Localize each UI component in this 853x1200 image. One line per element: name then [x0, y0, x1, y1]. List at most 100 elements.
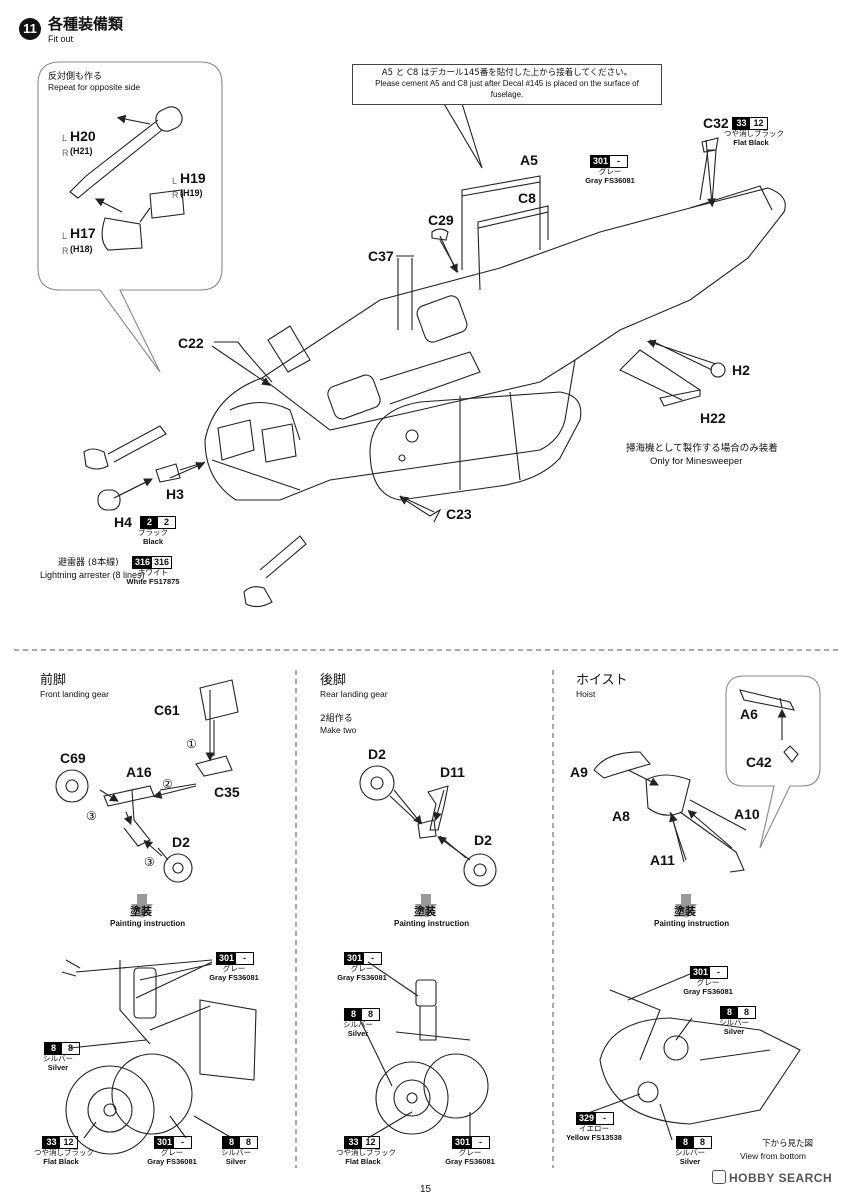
color-name-gray-jp: グレー	[160, 1148, 184, 1157]
part-c22: C22	[178, 335, 204, 351]
painting-arrow-hoist-head	[675, 904, 697, 918]
color-name-gray-en: Gray FS36081	[209, 973, 259, 982]
color-name-yellow-jp: イエロー	[579, 1124, 609, 1133]
part-d2: D2	[474, 832, 492, 848]
color-name-silver-en: Silver	[347, 1029, 369, 1038]
r-marker: R	[62, 246, 69, 256]
section-front-title-en: Front landing gear	[40, 689, 109, 699]
step-marker-3: ③	[86, 809, 97, 823]
step-marker-1: ①	[186, 737, 197, 751]
paint-code-gray: 301-	[452, 1136, 491, 1149]
color-name-gray-en: Gray FS36081	[445, 1157, 495, 1166]
l-marker: L	[62, 133, 68, 143]
section-front-title-jp: 前脚	[40, 673, 67, 688]
watermark-text: HOBBY SEARCH	[729, 1171, 833, 1185]
color-name-gray-jp: グレー	[458, 1148, 482, 1157]
painting-title-en: Painting instruction	[110, 919, 186, 928]
paint-code-yellow: 329-	[576, 1112, 615, 1125]
color-name-flat-black-jp: つや消しブラック	[724, 129, 784, 138]
color-name-gray-en: Gray FS36081	[337, 973, 387, 982]
part-h17: H17	[70, 225, 96, 241]
color-name-gray-jp: グレー	[222, 964, 246, 973]
watermark-logo: HOBBY SEARCH	[712, 1170, 832, 1186]
color-name-silver-jp: シルバー	[719, 1018, 749, 1027]
lightning-note-jp: 避雷器 (8本線)	[58, 558, 119, 568]
part-h21: (H21)	[70, 146, 93, 156]
minesweeper-note-en: Only for Minesweeper	[650, 456, 743, 467]
color-name-gray-en: Gray FS36081	[683, 987, 733, 996]
part-h22: H22	[700, 410, 726, 426]
part-a10: A10	[734, 806, 760, 822]
color-name-flat-black-en: Flat Black	[733, 138, 769, 147]
color-name-gray-jp: グレー	[598, 167, 622, 176]
color-name-gray-en: Gray FS36081	[585, 176, 635, 185]
part-c37: C37	[368, 248, 394, 264]
part-d11: D11	[440, 764, 465, 780]
color-name-silver-en: Silver	[225, 1157, 247, 1166]
decal-note-box: A5 と C8 はデカール145番を貼付した上から接着してください。 Pleas…	[352, 64, 662, 106]
decal-note-jp: A5 と C8 はデカール145番を貼付した上から接着してください。	[381, 68, 633, 78]
part-a5: A5	[520, 152, 538, 168]
painting-arrow-rear	[421, 894, 431, 904]
part-a9: A9	[570, 764, 588, 780]
color-name-flat-black-en: Flat Black	[43, 1157, 79, 1166]
part-c42: C42	[746, 754, 772, 770]
rear-make-two-en: Make two	[320, 725, 357, 735]
color-name-silver-jp: シルバー	[43, 1054, 73, 1063]
painting-arrow-hoist	[681, 894, 691, 904]
color-name-white-en: White FS17875	[126, 577, 180, 586]
color-name-silver-jp: シルバー	[675, 1148, 705, 1157]
part-a8: A8	[612, 808, 630, 824]
r-marker: R	[172, 190, 179, 200]
color-name-black-en: Black	[142, 537, 163, 546]
section-hoist-title-en: Hoist	[576, 689, 596, 699]
step-title-jp: 各種装備類	[48, 15, 124, 33]
step-title-en: Fit out	[48, 34, 74, 44]
color-name-gray-en: Gray FS36081	[147, 1157, 197, 1166]
color-name-silver-jp: シルバー	[343, 1020, 373, 1029]
part-c23: C23	[446, 506, 472, 522]
color-name-flat-black-jp: つや消しブラック	[336, 1148, 396, 1157]
color-name-black-jp: ブラック	[138, 528, 168, 537]
section-rear-title-en: Rear landing gear	[320, 689, 388, 699]
step-number-badge: 11	[19, 18, 41, 40]
l-marker: L	[62, 231, 68, 241]
paint-code-gray: 301-	[216, 952, 255, 965]
part-h19: H19	[180, 170, 206, 186]
part-c32: C32	[703, 115, 729, 131]
part-d2: D2	[172, 834, 190, 850]
color-name-silver-en: Silver	[47, 1063, 69, 1072]
color-name-silver-en: Silver	[679, 1157, 701, 1166]
part-h18: (H18)	[70, 244, 93, 254]
painting-title-jp: 塗装	[414, 905, 436, 918]
paint-code-gray: 301-	[154, 1136, 193, 1149]
color-name-gray-jp: グレー	[696, 978, 720, 987]
page-number: 15	[420, 1184, 432, 1195]
repeat-note-en: Repeat for opposite side	[48, 82, 141, 92]
part-c8: C8	[518, 190, 536, 206]
sponson-outline	[369, 391, 582, 501]
color-name-silver-jp: シルバー	[221, 1148, 251, 1157]
lightning-note-en: Lightning arrester (8 lines)	[40, 570, 145, 580]
r-marker: R	[62, 148, 69, 158]
part-c69: C69	[60, 750, 86, 766]
color-name-yellow-en: Yellow FS13538	[566, 1133, 622, 1142]
part-a6: A6	[740, 706, 758, 722]
painting-title-jp: 塗装	[130, 905, 152, 918]
painting-arrow-rear-head	[415, 904, 437, 918]
color-name-gray-jp: グレー	[350, 964, 374, 973]
part-c35: C35	[214, 784, 240, 800]
bottom-view-en: View from bottom	[740, 1151, 806, 1161]
color-name-silver-en: Silver	[723, 1027, 745, 1036]
part-h19-r: (H19)	[180, 188, 203, 198]
part-a16: A16	[126, 764, 152, 780]
